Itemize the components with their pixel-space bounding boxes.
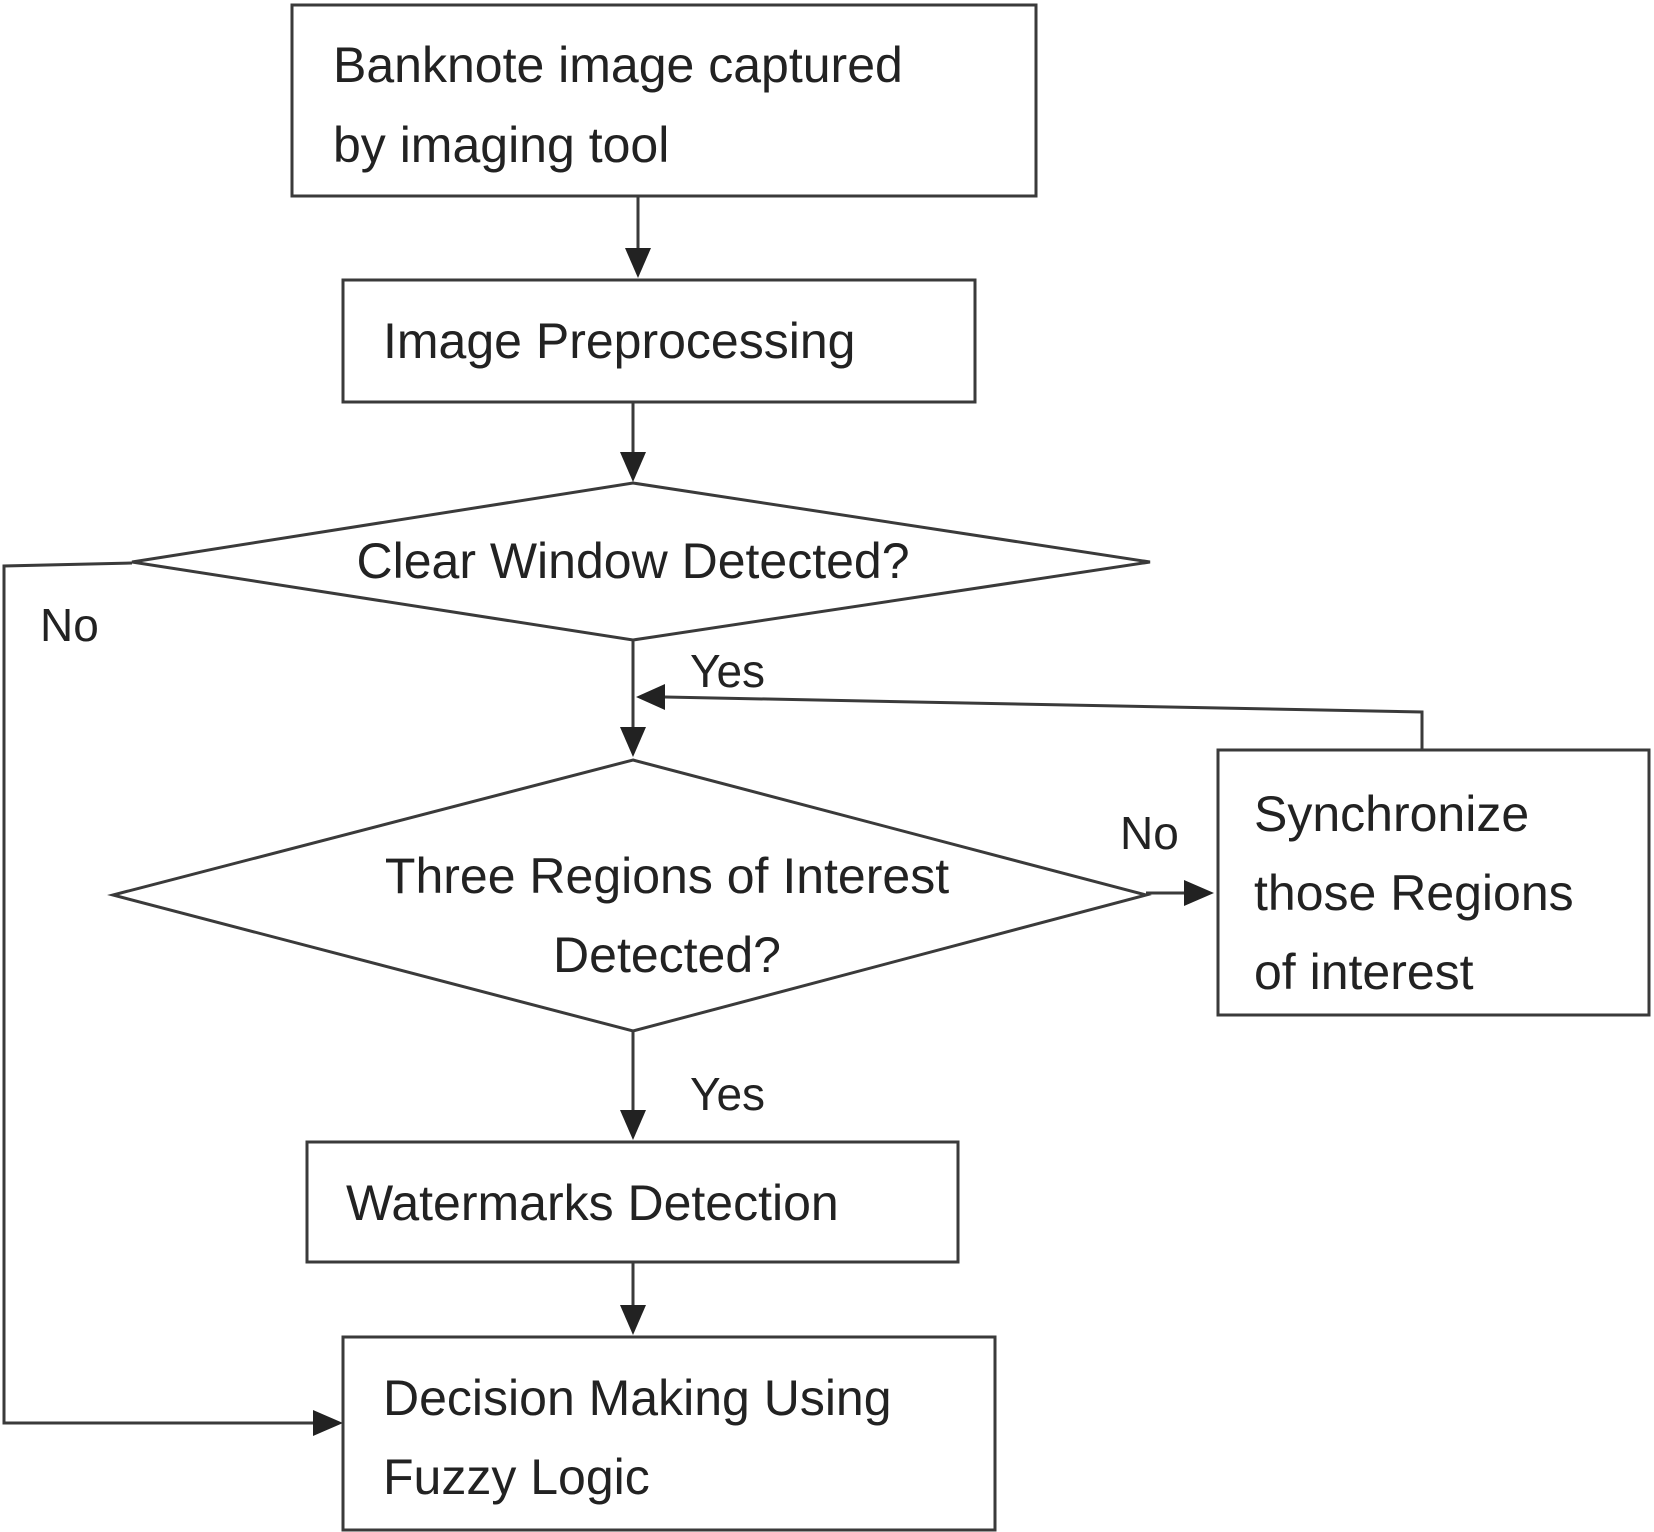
arrowhead-watermarks-to-decision: [620, 1305, 646, 1335]
edge-clear-window-no: [2, 561, 313, 1425]
preprocessing-box: [341, 278, 977, 404]
watermarks-label: Watermarks Detection: [346, 1175, 839, 1231]
watermarks-box: [305, 1140, 960, 1264]
arrowhead-three-regions-no: [1184, 880, 1214, 906]
three-regions-label-line1: Three Regions of Interest: [385, 848, 949, 904]
arrowhead-synchronize-loop-back: [636, 684, 665, 710]
synchronize-label-line3: of interest: [1254, 944, 1474, 1000]
synchronize-label-line1: Synchronize: [1254, 786, 1529, 842]
decision-box: [341, 1335, 997, 1532]
three-regions-decision: [107, 758, 1152, 1033]
three-regions-yes-label: Yes: [690, 1068, 765, 1120]
clear-window-no-label: No: [40, 599, 99, 651]
arrowhead-three-regions-yes: [620, 1110, 646, 1140]
capture-label-line2: by imaging tool: [333, 117, 669, 173]
clear-window-label: Clear Window Detected?: [356, 533, 909, 589]
arrowhead-preprocessing-to-clear-window: [620, 452, 646, 482]
capture-label-line1: Banknote image captured: [333, 37, 903, 93]
preprocessing-label: Image Preprocessing: [383, 313, 855, 369]
clear-window-yes-label: Yes: [690, 645, 765, 697]
arrowhead-clear-window-yes: [620, 727, 646, 757]
arrowhead-capture-to-preprocessing: [625, 248, 651, 278]
arrowhead-clear-window-no: [313, 1410, 343, 1436]
capture-box: [290, 3, 1038, 198]
edge-synchronize-loop-back: [664, 695, 1424, 750]
synchronize-box: [1216, 748, 1651, 1017]
three-regions-label-line2: Detected?: [553, 927, 781, 983]
decision-label-line1: Decision Making Using: [383, 1370, 892, 1426]
clear-window-decision: [131, 481, 1151, 642]
decision-label-line2: Fuzzy Logic: [383, 1449, 650, 1505]
synchronize-label-line2: those Regions: [1254, 865, 1574, 921]
three-regions-no-label: No: [1120, 807, 1179, 859]
